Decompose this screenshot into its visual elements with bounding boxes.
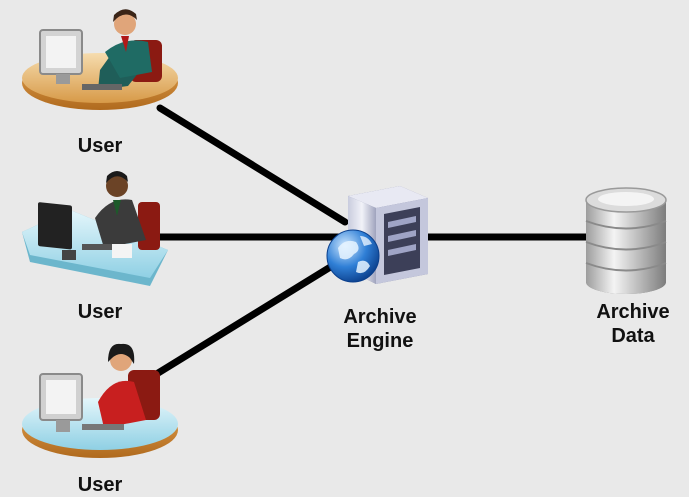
server-globe-icon: [326, 186, 428, 284]
archive-data-label-line1: Archive: [596, 301, 670, 323]
user-workstation-3: [22, 343, 178, 458]
archive-engine-label-line1: Archive: [343, 306, 417, 328]
user-label-2: User: [77, 301, 123, 323]
archive-data-label-line2: Data: [611, 325, 655, 347]
connector-user-1: [156, 104, 349, 226]
archive-data-label: Archive Data: [583, 300, 683, 348]
connector-lines: [146, 104, 594, 382]
user-label-3: User: [77, 474, 123, 496]
archive-engine-label-line2: Engine: [346, 330, 414, 352]
user-label-1: User: [77, 135, 123, 157]
user-workstation-2: [22, 171, 168, 286]
user-workstation-1: [22, 9, 178, 110]
connector-user-3: [146, 254, 349, 382]
database-icon: [585, 187, 667, 294]
archive-engine-label: Archive Engine: [325, 305, 435, 353]
